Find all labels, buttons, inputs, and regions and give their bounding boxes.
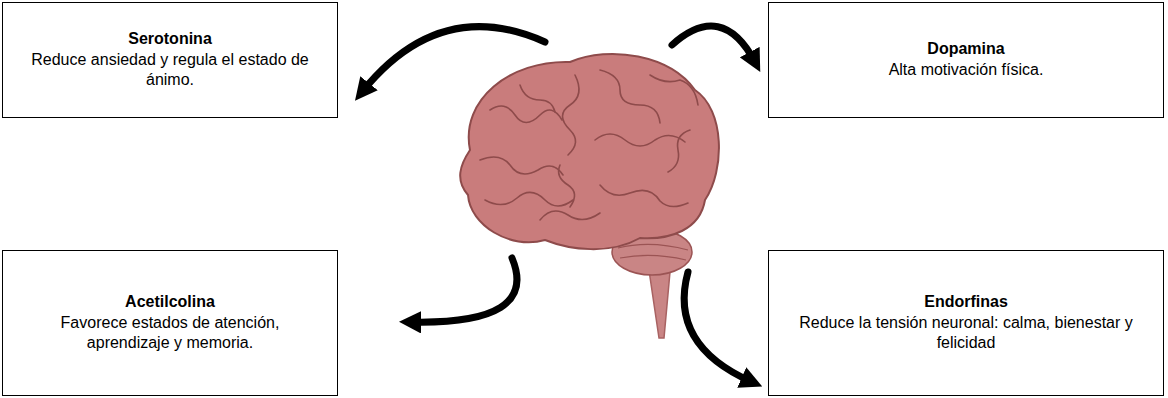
box-body: Alta motivación física. xyxy=(889,60,1044,81)
cerebrum xyxy=(460,54,719,249)
box-body: Favorece estados de atención, aprendizaj… xyxy=(25,313,315,355)
curved-arrow xyxy=(684,272,752,382)
curved-arrow xyxy=(410,258,517,322)
text-box: EndorfinasReduce la tensión neuronal: ca… xyxy=(768,250,1164,396)
box-heading: Dopamina xyxy=(927,39,1004,60)
curved-arrow xyxy=(362,27,545,92)
curved-arrow xyxy=(672,26,755,62)
text-box: DopaminaAlta motivación física. xyxy=(768,2,1164,118)
box-body: Reduce ansiedad y regula el estado de án… xyxy=(25,50,315,92)
box-body: Reduce la tensión neuronal: calma, biene… xyxy=(791,313,1141,355)
text-box: SerotoninaReduce ansiedad y regula el es… xyxy=(2,2,338,118)
box-heading: Serotonina xyxy=(128,29,212,50)
box-heading: Acetilcolina xyxy=(125,292,215,313)
box-heading: Endorfinas xyxy=(924,292,1008,313)
curved-arrows xyxy=(362,26,755,382)
text-box: AcetilcolinaFavorece estados de atención… xyxy=(2,250,338,396)
